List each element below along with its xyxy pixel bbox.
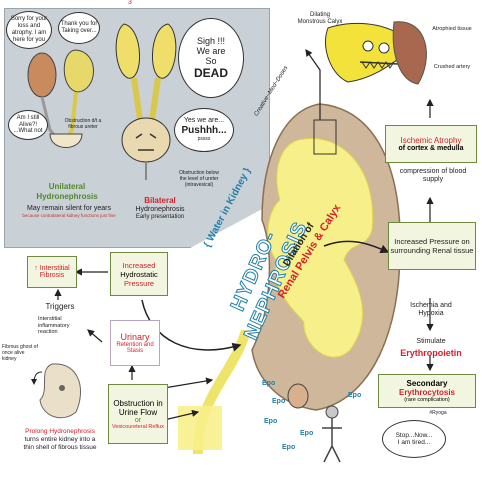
ischemic-line-2: of cortex & medulla <box>399 145 464 152</box>
stop-line-1: Stop...Now... <box>396 432 433 439</box>
interstitial-fibrosis-box: ↑ Interstitial Fibrosis <box>27 256 77 288</box>
rare-complication: (rare complication) <box>404 397 450 403</box>
hydrostatic-line-1: Increased <box>123 261 156 270</box>
ischemic-line-1: Ischemic Atrophy <box>401 136 462 145</box>
epo-label-1: Epo <box>262 380 275 388</box>
fibrous-ghost-kidney <box>32 360 88 424</box>
urinary-line-2: Retention and Stasis <box>111 342 159 354</box>
stop-now-bubble: Stop...Now... I am tired... <box>382 420 446 458</box>
hydrostatic-line-3: Pressure <box>124 279 154 288</box>
increased-hydrostatic-box: Increased Hydrostatic Pressure <box>110 252 168 296</box>
interstitial-fibrosis-text: ↑ Interstitial Fibrosis <box>28 265 76 279</box>
prolong-line-1: Prolong Hydronephrosis <box>8 428 112 436</box>
increased-pressure-renal-text: Increased Pressure on surrounding Renal … <box>389 237 475 255</box>
increased-pressure-renal-box: Increased Pressure on surrounding Renal … <box>388 222 476 270</box>
crushed-artery-label: Crushed artery <box>424 64 480 71</box>
secondary-erythrocytosis-box: Secondary Erythrocytosis (rare complicat… <box>378 374 476 408</box>
epo-label-6: Epo <box>282 444 295 452</box>
obstruction-or: or <box>135 417 141 424</box>
prolong-line-3: thin shell of fibrous tissue <box>8 444 112 452</box>
obstruction-line-1: Obstruction in <box>113 399 162 408</box>
epo-label-4: Epo <box>300 430 313 438</box>
epo-credit: #Ryoga <box>418 410 458 416</box>
compression-label: compression of blood supply <box>394 168 472 185</box>
epo-label-3: Epo <box>264 418 277 426</box>
obstruction-flow-box: Obstruction in Urine Flow or Vesicourete… <box>108 384 168 444</box>
urinary-retention-box: Urinary Retention and Stasis <box>110 320 160 366</box>
stimulate-label: Stimulate <box>400 338 462 346</box>
erythropoietin-label: Erythropoietin <box>390 348 472 359</box>
epo-label-5: Epo <box>348 392 361 400</box>
interstitial-reaction-label: Interstitial inflammatory reaction <box>38 316 86 336</box>
erythrocytosis-word: Erythrocytosis <box>399 388 455 397</box>
prolong-caption: Prolong Hydronephrosis turns entire kidn… <box>8 428 112 451</box>
obstruction-line-3: Vesicoureteral Reflux <box>112 424 164 430</box>
prolong-line-2: turns entire kidney into a <box>8 436 112 444</box>
obstruction-line-2: Urine Flow <box>119 408 157 417</box>
atrophied-tissue-label: Atrophied tissue <box>424 26 480 33</box>
secondary-word: Secondary <box>407 379 448 388</box>
ischemic-atrophy-box: Ischemic Atrophy of cortex & medulla <box>385 125 477 163</box>
fibrous-ghost-label: Fibrous ghost of once alive kidney <box>2 344 38 362</box>
epo-label-2: Epo <box>272 398 285 406</box>
stop-line-2: I am tired... <box>398 439 431 446</box>
triggers-label: Triggers <box>40 302 80 312</box>
hydrostatic-line-2: Hydrostatic <box>120 270 158 279</box>
dilating-calyx-label: Dilating Monstrous Calyx <box>296 12 344 26</box>
urinary-line-1: Urinary <box>120 332 149 342</box>
secondary-title: Secondary Erythrocytosis <box>379 379 475 397</box>
ischemia-hypoxia-label: Ischemia and Hypoxia <box>400 302 462 319</box>
